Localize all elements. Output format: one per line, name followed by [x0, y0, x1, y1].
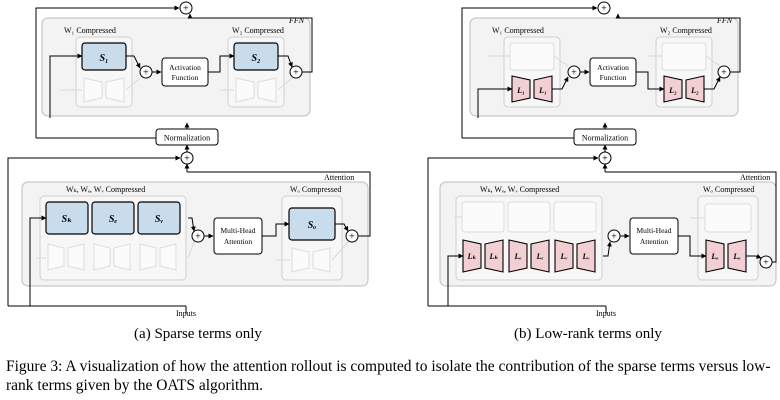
- w2-label-b: W₂ Compressed: [660, 26, 712, 35]
- lkqv-blocks: [462, 239, 596, 273]
- svg-text:+: +: [601, 4, 607, 15]
- svg-text:+: +: [721, 68, 727, 79]
- w2-label-a: W₂ Compressed: [232, 26, 284, 35]
- normalization-label-a: Normalization: [164, 134, 210, 143]
- svg-text:+: +: [571, 68, 577, 79]
- l1-label-left: L₁: [516, 86, 525, 95]
- lv-label-right: Lᵥ: [582, 252, 590, 261]
- activation-line2-a: Function: [172, 73, 199, 82]
- activation-line1-a: Activation: [169, 63, 201, 72]
- lv-label-left: Lᵥ: [560, 252, 568, 261]
- sk-faded-b: [461, 201, 505, 233]
- attention-label-a: Attention: [324, 173, 354, 182]
- s1-label: S₁: [99, 53, 108, 64]
- figure-caption: Figure 3: A visualization of how the att…: [6, 358, 771, 394]
- sq-label: Sₑ: [109, 214, 118, 225]
- mha-line1-a: Multi-Head: [221, 226, 256, 235]
- sv-faded-b: [553, 201, 597, 233]
- lk-label-right: Lₖ: [488, 252, 498, 261]
- lo-label-right: Lₒ: [732, 252, 741, 261]
- lo-faded-a: [291, 247, 331, 273]
- l2-label-left: L₂: [668, 86, 677, 95]
- ffn-label-b: FFN: [716, 16, 733, 25]
- sv-block: [137, 201, 181, 235]
- svg-text:+: +: [349, 232, 355, 243]
- lo-label-left: Lₒ: [710, 252, 719, 261]
- s1-faded-b: [509, 42, 555, 71]
- plus-node-top-a: [179, 1, 193, 15]
- lkqv-faded-a: [47, 243, 177, 271]
- multi-head-attention-box-a: [213, 217, 263, 255]
- so-label: Sₒ: [308, 220, 317, 231]
- svg-text:+: +: [143, 68, 149, 79]
- svg-text:+: +: [602, 154, 608, 165]
- wkqv-label-b: Wₖ, Wₑ, Wᵥ Compressed: [480, 185, 559, 194]
- sv-label: Sᵥ: [155, 214, 164, 225]
- svg-text:+: +: [195, 232, 201, 243]
- sq-faded-b: [507, 201, 551, 233]
- lo-blocks: [705, 239, 747, 273]
- lq-label-left: Lₑ: [513, 252, 521, 261]
- sk-label: Sₖ: [62, 214, 73, 225]
- wo-label-b: Wₒ Compressed: [703, 185, 754, 194]
- panel-a: FFN W₁ Compressed W₂ Compressed S₁ + Act…: [7, 1, 371, 318]
- subcaption-b: (b) Low-rank terms only: [514, 326, 662, 342]
- activation-line1-b: Activation: [597, 63, 629, 72]
- l2-faded-a: [235, 77, 277, 103]
- multi-head-attention-box-b: [629, 217, 679, 255]
- w1-label-b: W₁ Compressed: [492, 26, 544, 35]
- figure-diagram: FFN W₁ Compressed W₂ Compressed S₁ + Act…: [7, 1, 777, 318]
- mha-line2-a: Attention: [224, 237, 253, 246]
- normalization-label-b: Normalization: [582, 134, 628, 143]
- plus-node-top-b: [597, 1, 611, 15]
- subcaption-a: (a) Sparse terms only: [134, 326, 262, 342]
- sq-block: [91, 201, 135, 235]
- attention-label-b: Attention: [740, 173, 770, 182]
- svg-text:+: +: [611, 232, 617, 243]
- activation-line2-b: Function: [600, 73, 627, 82]
- lk-label-left: Lₖ: [466, 252, 476, 261]
- ffn-label-a: FFN: [288, 16, 305, 25]
- svg-text:+: +: [184, 154, 190, 165]
- l1-faded-a: [83, 77, 125, 103]
- lq-label-right: Lₑ: [535, 252, 543, 261]
- wkqv-label-a: Wₖ, Wₑ, Wᵥ Compressed: [66, 185, 145, 194]
- svg-text:+: +: [183, 4, 189, 15]
- w1-label-a: W₁ Compressed: [64, 26, 116, 35]
- svg-text:+: +: [763, 258, 769, 269]
- mha-line2-b: Attention: [640, 237, 669, 246]
- svg-text:+: +: [293, 68, 299, 79]
- panel-b: FFN W₁ Compressed W₂ Compressed L₁ L₁ + …: [427, 1, 777, 318]
- mha-line1-b: Multi-Head: [637, 226, 672, 235]
- s2-label: S₂: [251, 53, 260, 64]
- s2-faded-b: [661, 42, 707, 71]
- l1-blocks: [511, 75, 553, 103]
- wo-label-a: Wₒ Compressed: [290, 185, 341, 194]
- l2-label-right: L₂: [690, 86, 699, 95]
- so-faded-b: [704, 203, 752, 233]
- l2-blocks: [663, 75, 705, 103]
- l1-label-right: L₁: [538, 86, 547, 95]
